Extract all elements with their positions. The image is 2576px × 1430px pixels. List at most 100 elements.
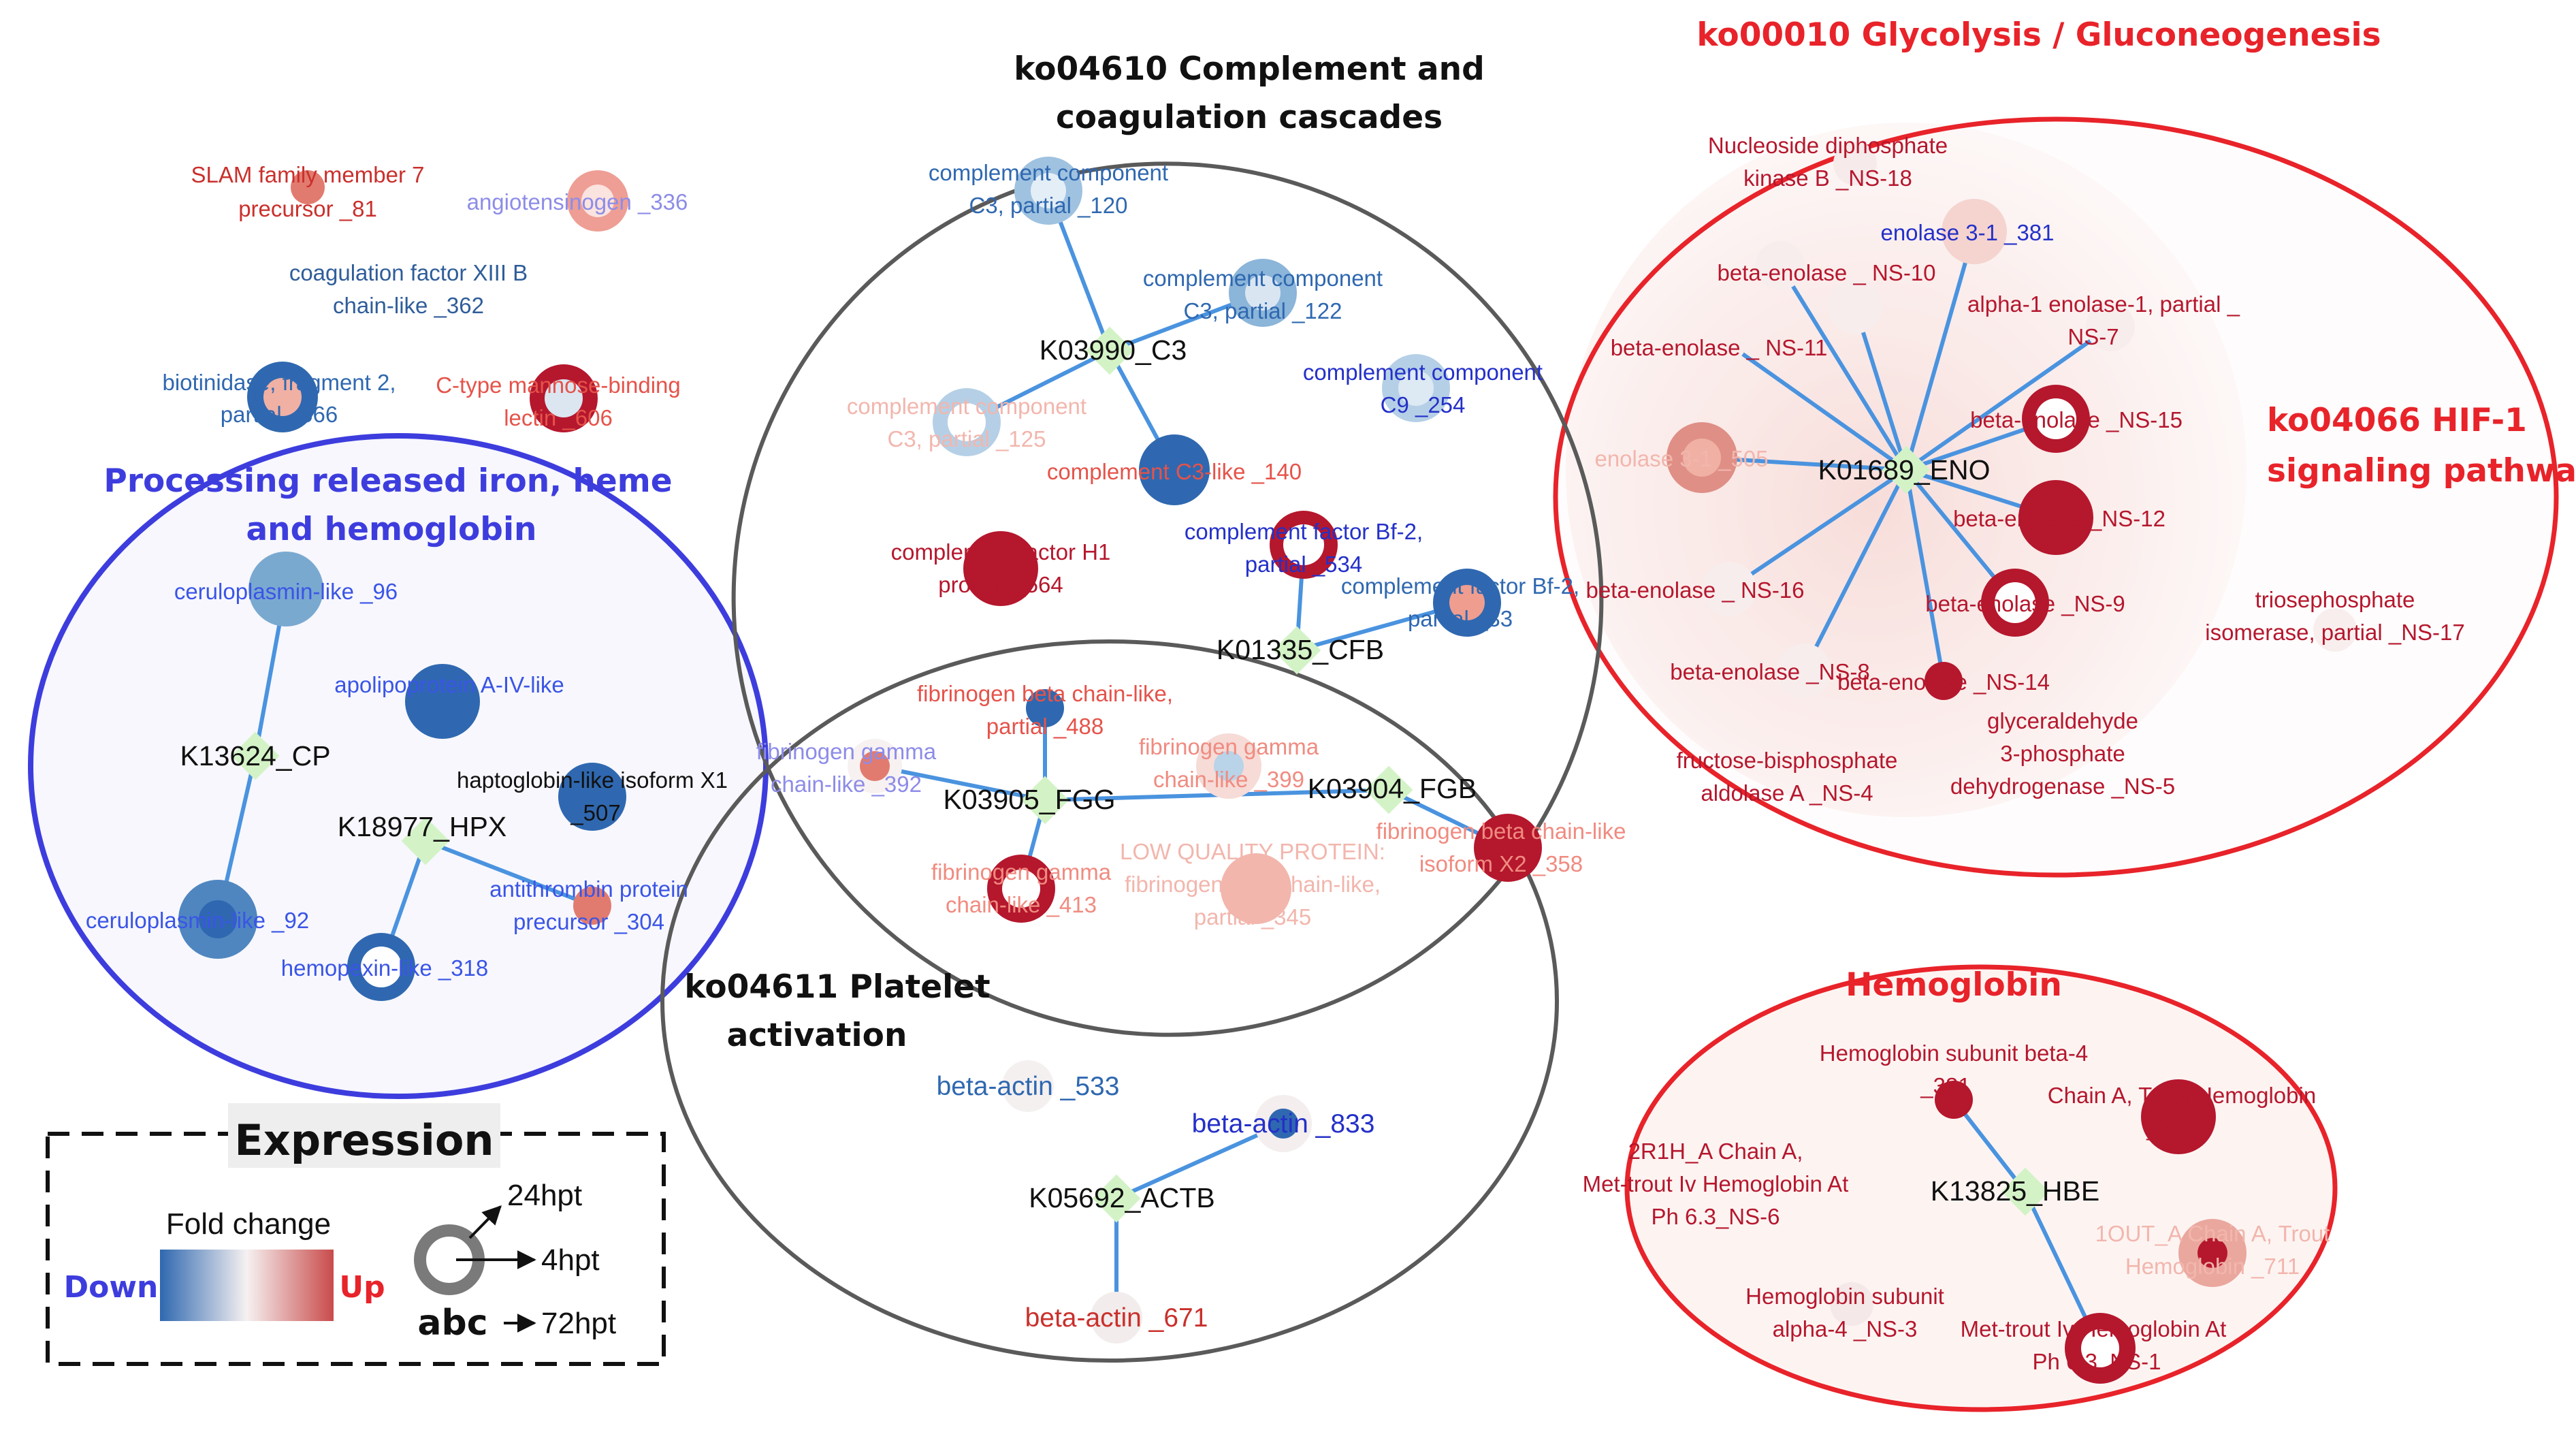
legend-box [46, 1132, 666, 1366]
label-gapdh-1: glyceraldehyde [1987, 708, 2138, 733]
hub-label-fgb: K03904_FGB [1308, 773, 1477, 804]
label-fgg399-1: fibrinogen gamma [1139, 734, 1319, 759]
label-ns11: beta-enolase _ NS-11 [1611, 335, 1828, 360]
label-hbb4-1: Hemoglobin subunit beta-4 [1820, 1040, 2088, 1066]
hub-label-cp: K13624_CP [180, 740, 330, 772]
label-r2h-2: Met-trout Iv Hemoglobin At [1583, 1171, 1849, 1196]
gene-node-ns14 [1925, 662, 1963, 700]
label-oneout-2: Hemoglobin _711 [2125, 1254, 2300, 1279]
label-c9-2: C9 _254 [1381, 392, 1466, 417]
gene-node-ns7 [2086, 302, 2135, 351]
legend-72hpt: 72hpt [541, 1307, 616, 1340]
hif-title-1: ko04066 HIF-1 [2267, 402, 2527, 439]
legend-24hpt: 24hpt [507, 1179, 582, 1212]
label-c3-120-1: complement component [929, 160, 1168, 185]
gene-node-actin-671 [1091, 1292, 1142, 1344]
label-apo: apolipoprotein A-IV-like [334, 672, 564, 697]
iron-title-1: Processing released iron, heme [103, 462, 672, 500]
label-ns16: beta-enolase _ NS-16 [1585, 577, 1804, 603]
label-c3-122-2: C3, partial _122 [1184, 298, 1342, 323]
label-aldo-1: fructose-bisphosphate [1677, 748, 1898, 773]
hub-label-fgg: K03905_FGG [944, 784, 1116, 815]
hub-label-actb: K05692_ACTB [1029, 1182, 1215, 1213]
label-ctype-1: C-type mannose-binding [436, 372, 681, 398]
gene-node-c3like-140 [1139, 434, 1210, 505]
label-hpx318: hemopexin-like _318 [281, 955, 489, 981]
legend-title: Expression [234, 1115, 494, 1165]
label-fgg399-2: chain-like _399 [1153, 767, 1304, 792]
label-mettrout-1: Met-trout Iv Hemoglobin At [1961, 1316, 2227, 1341]
label-bf2-33-2: partial _33 [1408, 606, 1513, 631]
label-gapdh-3: dehydrogenase _NS-5 [1950, 774, 2175, 799]
gene-node-fh1-564 [963, 531, 1038, 606]
label-ns12: beta-enolase _NS-12 [1953, 506, 2166, 531]
label-eno505: enolase 3-1 _505 [1594, 446, 1768, 471]
hif-title-2: signaling pathway [2267, 452, 2576, 490]
gene-node-ns11 [1756, 241, 1805, 290]
label-lq-3: partial _345 [1194, 904, 1311, 930]
legend-down: Down [64, 1270, 159, 1305]
gene-node-at-304 [573, 887, 611, 925]
label-ns15: beta-enolase _NS-15 [1970, 407, 2183, 432]
label-hba4-1: Hemoglobin subunit [1745, 1284, 1944, 1309]
hub-node-hbe [2001, 1167, 2050, 1216]
legend-gradient-bar [160, 1250, 334, 1321]
label-ctype-2: lectin _606 [504, 405, 613, 430]
label-fgg413-2: chain-like _413 [946, 892, 1097, 917]
gene-node-fgb-488 [1026, 689, 1064, 727]
gene-node-lq-345 [1221, 853, 1291, 924]
gene-node-ndk-ns18 [1833, 142, 1877, 185]
label-fgg413-1: fibrinogen gamma [931, 859, 1112, 885]
label-biotinidase-1: biotinidase, fragment 2, [162, 370, 396, 395]
label-at-2: precursor _304 [513, 909, 664, 934]
label-ns9: beta-enolase _NS-9 [1925, 591, 2125, 616]
legend-abc: abc [417, 1303, 487, 1344]
hub-node-fgg [1020, 776, 1069, 825]
gene-node-fgbx2-358 [1474, 814, 1542, 882]
label-hp-1: haptoglobin-like isoform X1 [457, 767, 728, 793]
label-aldo-2: aldolase A _NS-4 [1701, 780, 1873, 806]
label-c3-125-1: complement component [847, 394, 1086, 419]
gene-node-ns10 [1828, 279, 1882, 334]
label-hba4-2: alpha-4 _NS-3 [1773, 1316, 1918, 1341]
label-c9-1: complement component [1303, 360, 1543, 385]
gene-node-apo [405, 664, 480, 739]
hub-label-hpx: K18977_HPX [338, 811, 506, 842]
label-cp96: ceruloplasmin-like _96 [174, 579, 398, 604]
gene-node-slam-81 [291, 170, 325, 204]
hub-nodes [231, 326, 2050, 1223]
label-fgb488-1: fibrinogen beta chain-like, [917, 681, 1173, 706]
label-hp-2: _507 [570, 800, 620, 825]
label-chainA-1: Chain A, Trout Hemoglobin [2048, 1083, 2316, 1108]
legend: Expression Fold change Down Up 24hpt 4hp… [46, 1103, 666, 1366]
legend-up: Up [339, 1270, 385, 1305]
legend-4hpt: 4hpt [541, 1243, 600, 1277]
hub-node-actb [1092, 1174, 1141, 1223]
label-fgbx2-1: fibrinogen beta chain-like [1376, 819, 1626, 844]
hub-label-eno: K01689_ENO [1818, 454, 1990, 486]
hub-labels: K03990_C3 K01335_CFB K03905_FGG K03904_F… [180, 334, 2099, 1213]
gene-labels: SLAM family member 7 precursor _81 angio… [86, 133, 2465, 1374]
gene-node-eno-381 [1942, 199, 2007, 264]
label-biotinidase-2: partial _566 [221, 402, 338, 427]
hub-label-c3: K03990_C3 [1040, 334, 1187, 366]
label-eno381: enolase 3-1 _381 [1880, 220, 2054, 245]
label-c3-122-1: complement component [1143, 266, 1383, 291]
label-ns14: beta-enolase _NS-14 [1837, 669, 2050, 695]
legend-title-bg [228, 1103, 500, 1168]
label-ndk-1: Nucleoside diphosphate [1708, 133, 1948, 158]
label-ns7-2: NS-7 [2067, 324, 2119, 349]
label-ns7-1: alpha-1 enolase-1, partial _ [1967, 291, 2240, 317]
platelet-group-ellipse [660, 639, 1559, 1363]
label-tpi-1: triosephosphate [2255, 587, 2415, 612]
label-slam-2: precursor _81 [238, 196, 377, 221]
platelet-title-2: activation [727, 1017, 907, 1054]
hub-label-hbe: K13825_HBE [1931, 1175, 2099, 1207]
gene-node-hbb4-381 [1935, 1081, 1973, 1119]
hub-node-c3 [1085, 326, 1134, 375]
label-oneout-1: 1OUT_A Chain A, Trout [2095, 1221, 2330, 1246]
label-slam-1: SLAM family member 7 [191, 162, 425, 187]
hub-node-cp [231, 731, 280, 780]
gene-node-ns16 [1702, 562, 1756, 616]
